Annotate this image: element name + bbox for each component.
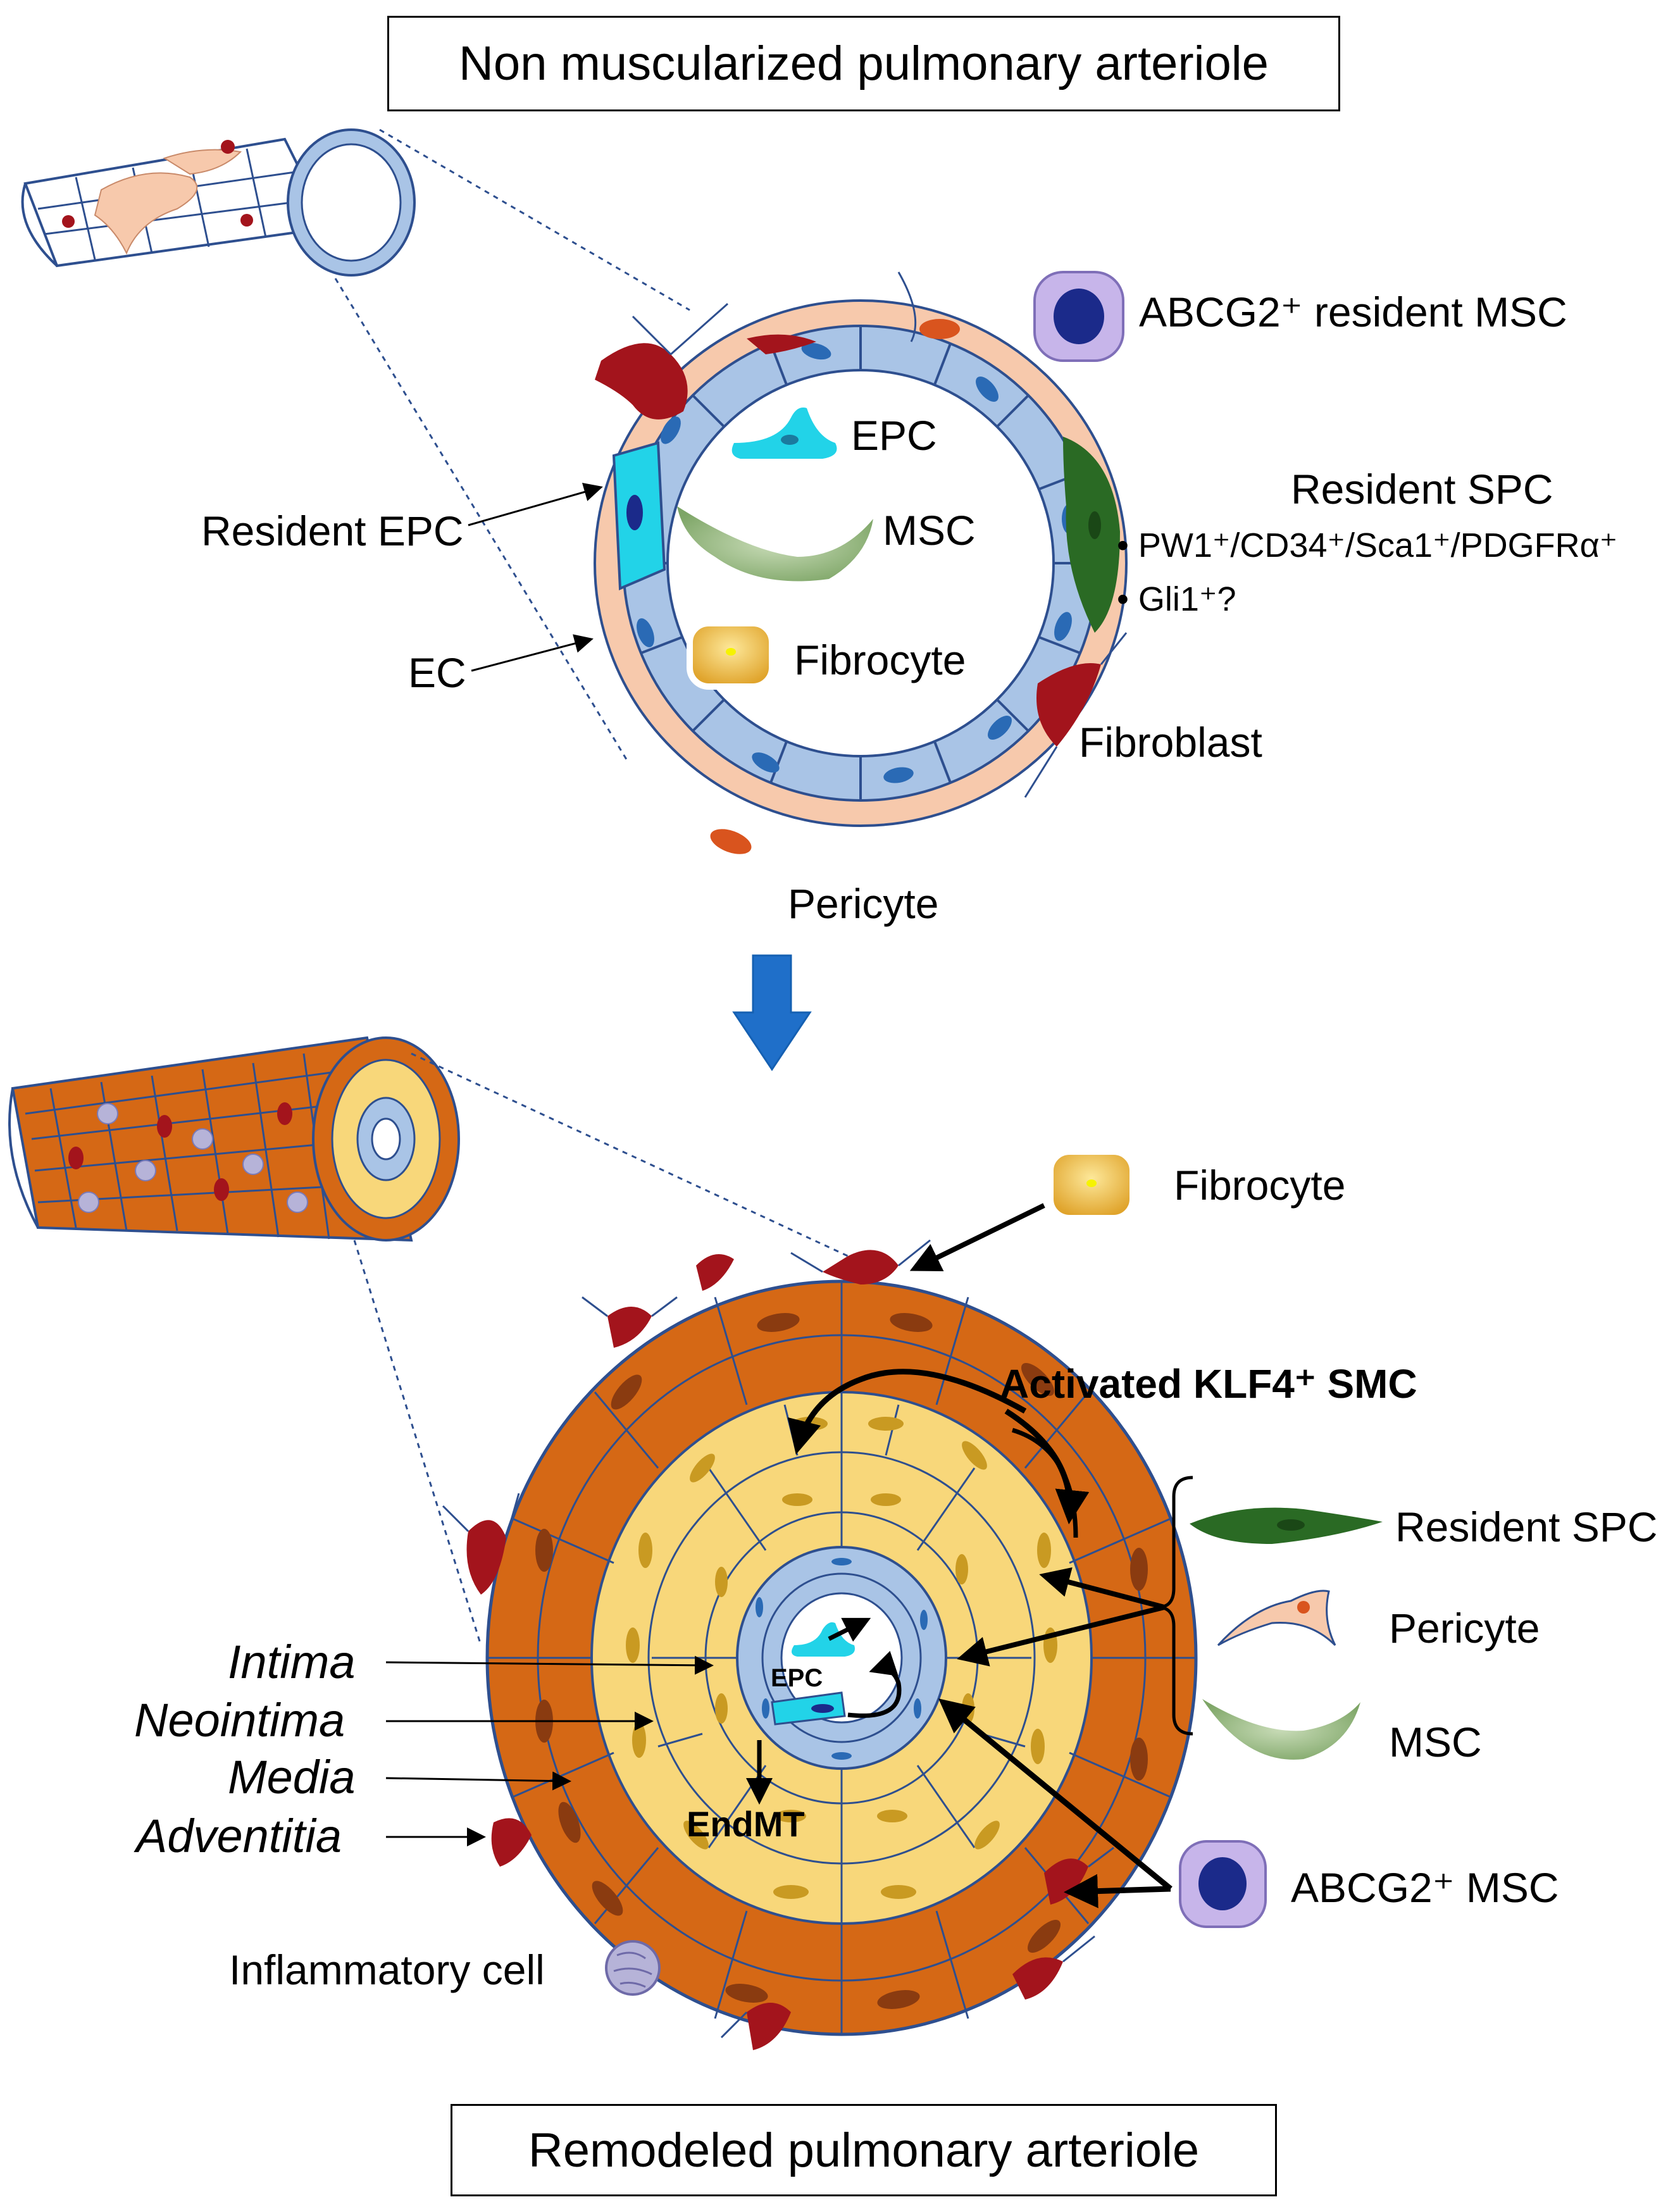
label-pericyte-bottom: Pericyte (1389, 1605, 1540, 1652)
arrow-abcg2-to-neointima (938, 1698, 1173, 1891)
label-epc-top: EPC (851, 412, 937, 459)
arrow-epc-out (828, 1617, 871, 1642)
label-endmt: EndMT (687, 1804, 805, 1844)
resident-spc-cell-top (1063, 437, 1120, 633)
abcg2-msc-cell-bottom (1179, 1840, 1267, 1928)
arrow-resident-epc (468, 482, 603, 526)
label-msc-top: MSC (883, 507, 976, 554)
bottom-arteriole-cross-section (442, 1239, 1198, 2050)
label-resident-spc-top: Resident SPC (1291, 466, 1553, 513)
arrow-fibrocyte-bottom (909, 1203, 1045, 1272)
label-inflammatory-cell: Inflammatory cell (229, 1946, 545, 1993)
label-epc-bottom: EPC (771, 1664, 823, 1692)
bottom-title-box: Remodeled pulmonary arteriole (451, 2104, 1277, 2196)
arrow-smc-curve-3 (1011, 1428, 1078, 1538)
label-fibrocyte-top: Fibrocyte (794, 637, 966, 683)
label-abcg2-msc: ABCG2⁺ MSC (1291, 1864, 1559, 1911)
top-arteriole-cross-section (594, 271, 1128, 854)
arrow-bracket-to-neointima (957, 1605, 1165, 1667)
cell-group-bracket (1157, 1476, 1193, 1736)
bottom-title: Remodeled pulmonary arteriole (528, 2123, 1200, 2177)
label-activated-smc: Activated KLF4⁺ SMC (1000, 1361, 1417, 1407)
arrow-bracket-to-media (1039, 1567, 1166, 1610)
label-spc-marker-1: • PW1⁺/CD34⁺/Sca1⁺/PDGFRα⁺ (1117, 526, 1618, 564)
zoom-guide-top-1 (379, 128, 690, 311)
label-msc-bottom: MSC (1389, 1719, 1482, 1765)
arrow-media (385, 1771, 571, 1791)
label-resident-spc-bottom: Resident SPC (1395, 1503, 1658, 1550)
arrow-smc-curve-1 (787, 1369, 1027, 1455)
top-vessel-tube-illustration (21, 128, 416, 277)
msc-cell-bottom (1202, 1699, 1360, 1760)
label-pericyte-top: Pericyte (788, 880, 939, 927)
fibrocyte-cell-bottom (1047, 1148, 1136, 1221)
abcg2-resident-msc-cell-top (1033, 271, 1124, 362)
zoom-guide-bottom-1 (411, 1052, 849, 1257)
label-neointima: Neointima (134, 1694, 345, 1746)
bottom-vessel-tube-illustration (8, 1036, 460, 1242)
label-media: Media (228, 1751, 356, 1803)
label-ec: EC (408, 649, 466, 696)
inflammatory-cell-shape (605, 1940, 661, 1996)
label-adventitia: Adventitia (136, 1810, 342, 1862)
label-intima: Intima (228, 1636, 356, 1688)
arrow-ec (471, 634, 594, 672)
label-abcg2-resident-msc: ABCG2⁺ resident MSC (1139, 289, 1567, 335)
label-fibrocyte-bottom: Fibrocyte (1174, 1162, 1346, 1209)
zoom-guide-bottom-2 (353, 1240, 482, 1646)
label-resident-epc: Resident EPC (201, 507, 464, 554)
arrow-intima (385, 1655, 714, 1675)
transition-down-arrow (732, 954, 812, 1071)
top-title-box: Non muscularized pulmonary arteriole (387, 16, 1340, 111)
arrow-epc-curve (847, 1651, 902, 1718)
pericyte-cell-bottom (1217, 1590, 1336, 1646)
label-fibroblast: Fibroblast (1079, 719, 1262, 766)
label-spc-marker-2: • Gli1⁺? (1117, 580, 1236, 618)
zoom-guide-top-2 (334, 278, 628, 760)
resident-spc-cell-bottom (1190, 1507, 1383, 1544)
arrow-abcg2-to-adventitia (1064, 1874, 1171, 1908)
top-title: Non muscularized pulmonary arteriole (459, 37, 1269, 90)
